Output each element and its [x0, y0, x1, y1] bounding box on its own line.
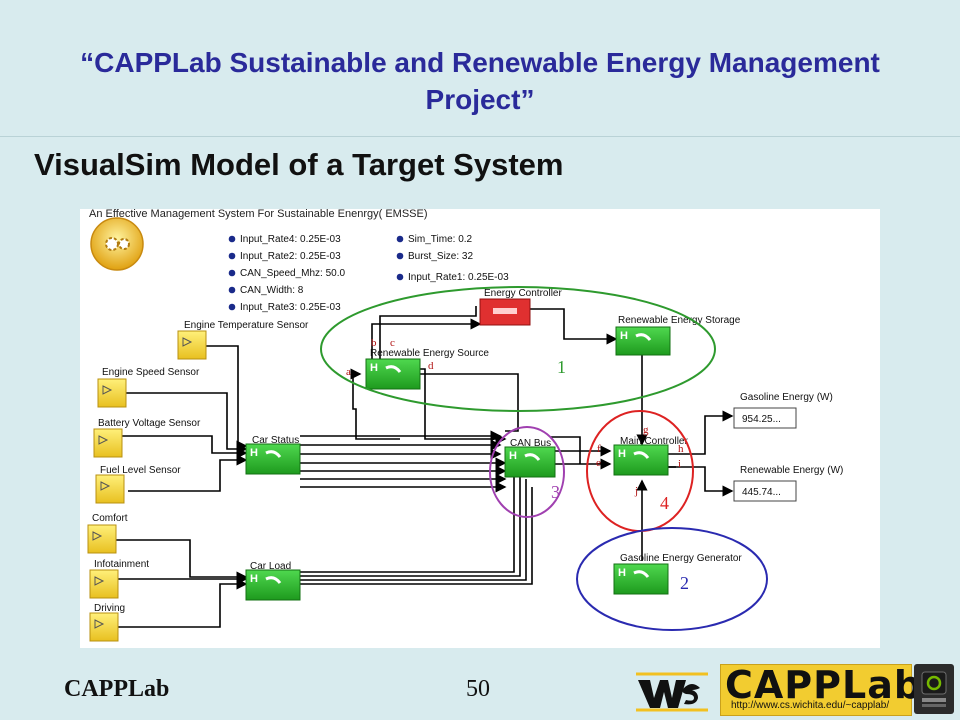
- output-value: 954.25...: [742, 414, 781, 425]
- block-car-status: H Car Status: [245, 435, 301, 475]
- svg-text:H: H: [250, 447, 258, 459]
- input-driving: Driving: [89, 603, 125, 642]
- param-input-rate3: Input_Rate3: 0.25E-03: [240, 302, 341, 313]
- region-1-number: 1: [557, 357, 566, 377]
- header-divider: [0, 136, 960, 137]
- region-3-ellipse: [489, 426, 565, 518]
- output-label: Gasoline Energy (W): [740, 392, 833, 403]
- block-label: CAN Bus: [510, 438, 551, 449]
- sensor-label: Fuel Level Sensor: [100, 465, 181, 476]
- region-3-number: 3: [551, 482, 560, 502]
- port-j: j: [634, 485, 638, 497]
- output-renewable-energy: Renewable Energy (W) 445.74...: [733, 465, 843, 502]
- capplab-logo-url: http://www.cs.wichita.edu/~capplab/: [731, 700, 890, 711]
- param-sim-time: Sim_Time: 0.2: [408, 234, 473, 245]
- diagram-heading: An Effective Management System For Susta…: [89, 209, 428, 220]
- svg-text:H: H: [620, 330, 628, 342]
- input-label: Driving: [94, 603, 125, 614]
- sensor-fuel-level: Fuel Level Sensor: [95, 465, 181, 504]
- block-main-controller: H Main Controller: [613, 436, 688, 476]
- block-renewable-energy-storage: H Renewable Energy Storage: [615, 315, 741, 356]
- visualsim-diagram: An Effective Management System For Susta…: [80, 209, 880, 648]
- block-label: Renewable Energy Storage: [618, 315, 741, 326]
- port-e: e: [596, 457, 601, 469]
- output-label: Renewable Energy (W): [740, 465, 843, 476]
- block-car-load: H Car Load: [245, 561, 301, 601]
- slide-title: “CAPPLab Sustainable and Renewable Energ…: [80, 47, 880, 115]
- port-c: c: [390, 337, 395, 349]
- svg-text:H: H: [618, 448, 626, 460]
- block-energy-controller: Energy Controller: [479, 288, 562, 326]
- input-label: Infotainment: [94, 559, 149, 570]
- input-infotainment: Infotainment: [89, 559, 149, 599]
- port-b: b: [371, 337, 377, 349]
- gear-icon: [90, 217, 144, 271]
- port-f: f: [597, 443, 601, 455]
- region-4-number: 4: [660, 493, 669, 513]
- slide-header: “CAPPLab Sustainable and Renewable Energ…: [0, 0, 960, 136]
- param-input-rate2: Input_Rate2: 0.25E-03: [240, 251, 341, 262]
- region-2-number: 2: [680, 573, 689, 593]
- block-label: Renewable Energy Source: [370, 348, 489, 359]
- param-burst-size: Burst_Size: 32: [408, 251, 473, 262]
- param-input-rate1: Input_Rate1: 0.25E-03: [408, 272, 509, 283]
- sensor-battery-voltage: Battery Voltage Sensor: [93, 418, 201, 458]
- port-a: a: [346, 366, 351, 378]
- region-1-ellipse: [320, 286, 716, 412]
- svg-text:H: H: [250, 573, 258, 585]
- wsu-logo: [636, 672, 708, 712]
- param-input-rate4: Input_Rate4: 0.25E-03: [240, 234, 341, 245]
- port-h: h: [678, 443, 684, 455]
- param-can-width: CAN_Width: 8: [240, 285, 304, 296]
- block-renewable-energy-source: H Renewable Energy Source: [365, 348, 489, 390]
- svg-text:H: H: [618, 567, 626, 579]
- nvidia-cuda-logo: [914, 664, 954, 714]
- block-label: Car Load: [250, 561, 291, 572]
- block-label: Gasoline Energy Generator: [620, 553, 742, 564]
- diagram-canvas: An Effective Management System For Susta…: [87, 209, 843, 642]
- input-label: Comfort: [92, 513, 128, 524]
- param-can-speed: CAN_Speed_Mhz: 50.0: [240, 268, 346, 279]
- input-comfort: Comfort: [87, 513, 128, 554]
- port-g: g: [643, 424, 649, 436]
- port-d: d: [428, 360, 434, 372]
- footer-lab-name: CAPPLab: [64, 676, 170, 702]
- sensor-label: Engine Speed Sensor: [102, 367, 200, 378]
- sensor-label: Engine Temperature Sensor: [184, 320, 309, 331]
- capplab-logo-text: CAPPLab: [725, 663, 923, 707]
- region-2-ellipse: [576, 527, 768, 631]
- capplab-logo: CAPPLab http://www.cs.wichita.edu/~cappl…: [720, 663, 921, 716]
- page-number: 50: [466, 676, 490, 702]
- block-label: Car Status: [252, 435, 299, 446]
- sensor-label: Battery Voltage Sensor: [98, 418, 201, 429]
- slide-subtitle: VisualSim Model of a Target System: [34, 147, 564, 182]
- block-label: Energy Controller: [484, 288, 562, 299]
- svg-text:H: H: [509, 450, 517, 462]
- sensor-engine-speed: Engine Speed Sensor: [97, 367, 200, 408]
- svg-text:H: H: [370, 362, 378, 374]
- port-i: i: [678, 458, 681, 470]
- output-value: 445.74...: [742, 487, 781, 498]
- sensor-engine-temperature: Engine Temperature Sensor: [177, 320, 309, 360]
- block-gasoline-energy-generator: H Gasoline Energy Generator: [613, 553, 742, 595]
- block-can-bus: H CAN Bus: [504, 438, 556, 478]
- block-label: Main Controller: [620, 436, 688, 447]
- output-gasoline-energy: Gasoline Energy (W) 954.25...: [733, 392, 833, 429]
